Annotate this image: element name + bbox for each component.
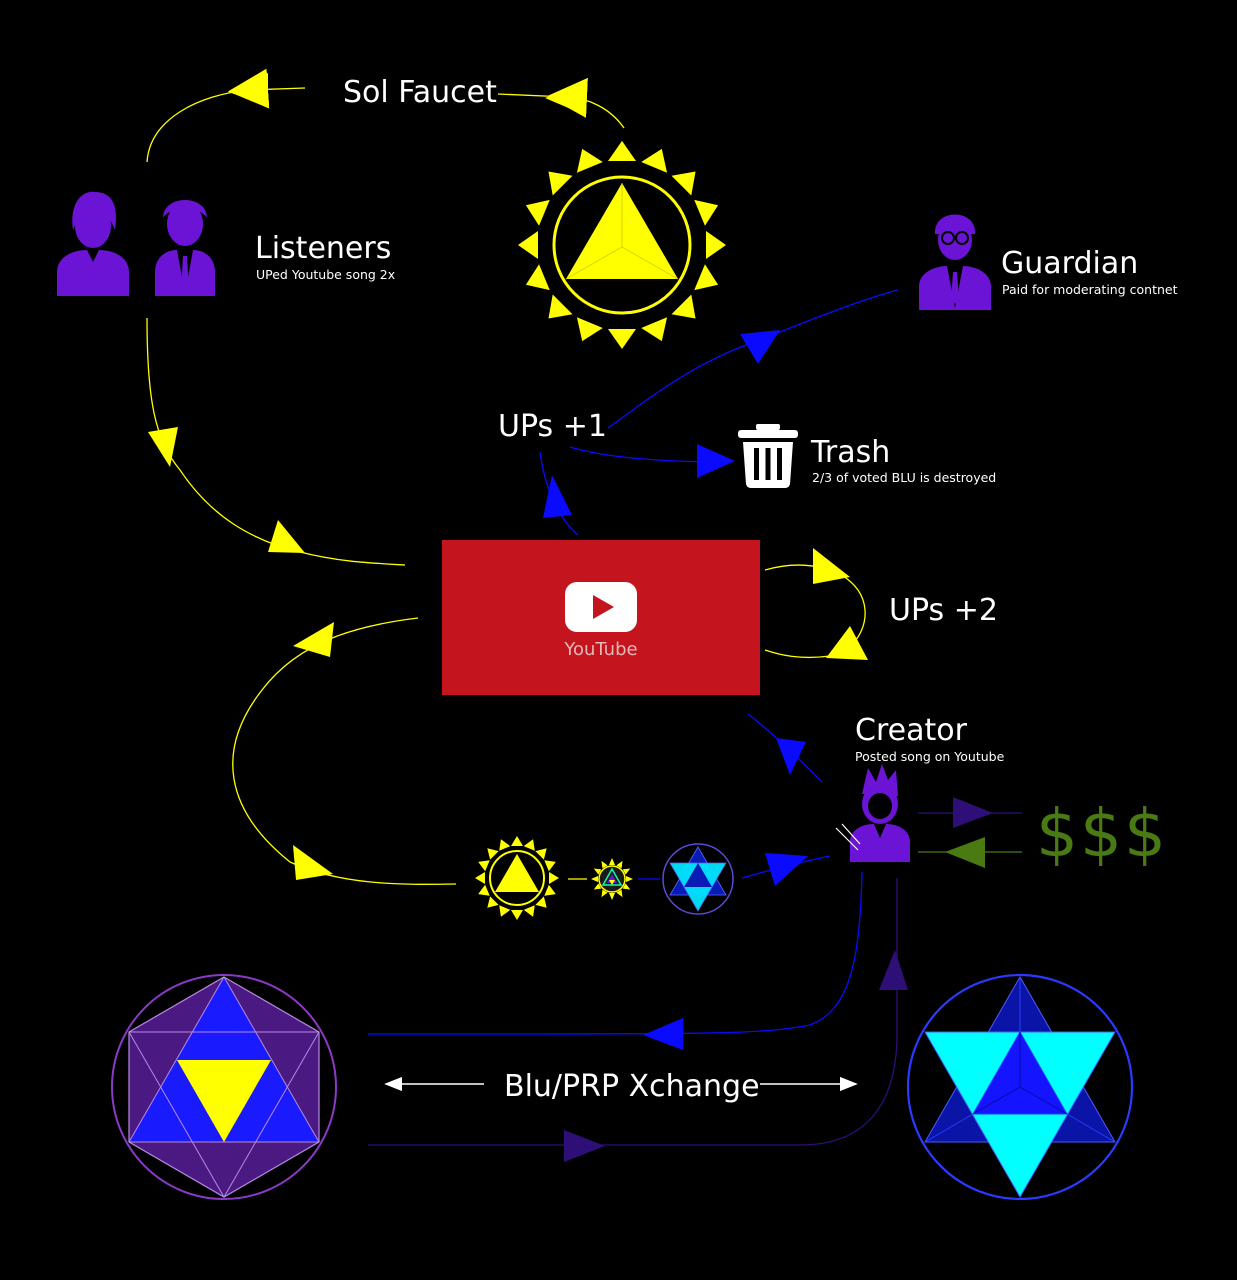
arrowheads (148, 73, 993, 1162)
prp-coin-icon (111, 974, 337, 1200)
creator-label: Creator (855, 713, 968, 748)
mini-mixed-token-icon (591, 858, 633, 900)
small-sun-token-icon (475, 836, 559, 920)
arrow-loop-sun (293, 845, 333, 880)
ups-plus-1-label: UPs +1 (498, 409, 607, 444)
youtube-play-icon (565, 582, 637, 632)
arrow-creator-blu (643, 1018, 683, 1050)
arrow-faucet-right (545, 83, 585, 115)
trash-label: Trash (810, 435, 890, 470)
arrow-ups2-top (813, 548, 850, 584)
flow-youtube-to-sun-token (232, 617, 457, 885)
arrow-creator-youtube (776, 738, 806, 775)
sun-triangle-icon (518, 141, 726, 349)
blu-coin-icon (906, 973, 1134, 1201)
arrow-guardian (740, 330, 780, 364)
guardian-subtitle: Paid for moderating contnet (1002, 282, 1178, 297)
flow-creator-to-blu (367, 871, 863, 1035)
listeners-subtitle: UPed Youtube song 2x (256, 267, 395, 282)
arrow-trash (697, 444, 735, 478)
arrow-from-money (945, 837, 985, 868)
xchange-label: Blu/PRP Xchange (504, 1069, 760, 1104)
user-icon (57, 191, 129, 296)
trash-subtitle: 2/3 of voted BLU is destroyed (812, 470, 996, 485)
flow-prp-to-creator (368, 878, 898, 1146)
arrow-listeners-down (148, 427, 178, 467)
user-glasses-icon (919, 214, 991, 310)
arrow-prp-up (879, 950, 908, 990)
token-chain (475, 836, 734, 920)
sol-faucet-label: Sol Faucet (343, 75, 497, 110)
flow-faucet-to-listeners (146, 68, 306, 163)
youtube-wordmark: YouTube (563, 639, 637, 660)
xchange-group: Blu/PRP Xchange (384, 1069, 858, 1104)
arrow-youtube-up (543, 475, 572, 518)
arrow-youtube-left (293, 622, 334, 657)
user-tie-icon (155, 200, 215, 296)
youtube-box: YouTube (442, 540, 760, 695)
money-label: $$$ (1036, 795, 1168, 872)
trash-group: Trash 2/3 of voted BLU is destroyed (738, 424, 996, 488)
creator-user-icon (835, 764, 910, 862)
flow-listeners-to-youtube (146, 317, 406, 566)
flow-ups1-to-guardian (607, 289, 899, 429)
trash-icon (738, 424, 798, 488)
listeners-label: Listeners (255, 231, 391, 266)
ups-plus-2-label: UPs +2 (889, 593, 998, 628)
listeners-group: Listeners UPed Youtube song 2x (57, 191, 395, 296)
arrow-ups2-bottom (826, 626, 868, 660)
small-blu-token-icon (662, 843, 734, 915)
arrow-to-money (953, 797, 993, 828)
creator-group: Creator Posted song on Youtube (835, 713, 1005, 862)
creator-subtitle: Posted song on Youtube (855, 749, 1005, 764)
guardian-label: Guardian (1001, 246, 1138, 281)
guardian-group: Guardian Paid for moderating contnet (919, 214, 1178, 310)
arrow-listeners-youtube (268, 520, 305, 553)
arrow-prp (564, 1130, 605, 1162)
arrow-faucet-left (228, 73, 268, 105)
arrow-tokens-creator (765, 853, 808, 886)
